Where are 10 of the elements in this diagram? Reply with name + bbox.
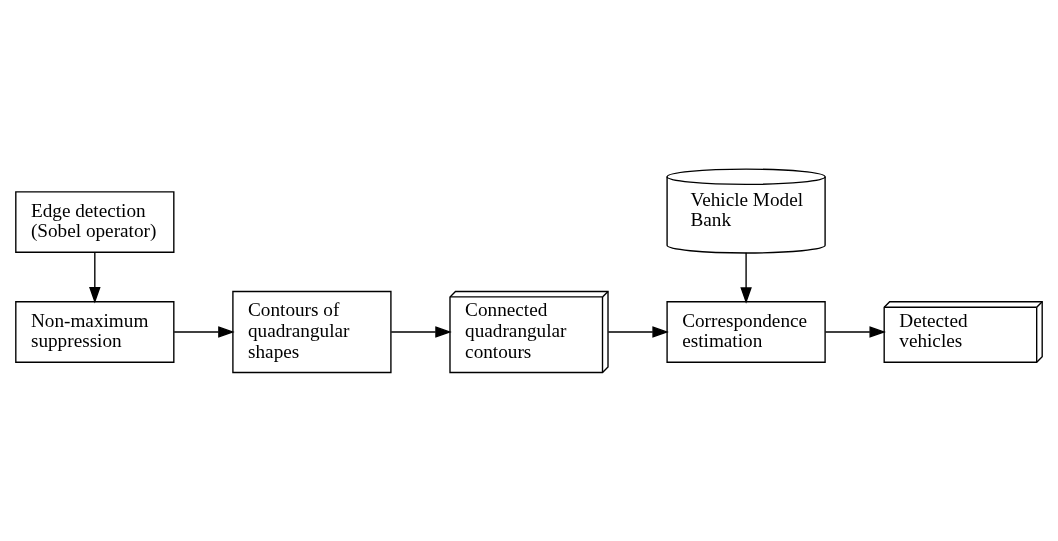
arrow — [89, 251, 101, 304]
node-box: Correspondence estimation — [666, 300, 826, 363]
arrow — [173, 325, 235, 338]
arrow — [824, 325, 886, 338]
node-box: Contours of quadrangular shapes — [232, 290, 392, 373]
arrow — [607, 325, 669, 338]
node-box: Edge detection (Sobel operator) — [15, 190, 175, 253]
arrow — [390, 325, 452, 338]
node-box: Non-maximum suppression — [15, 300, 175, 363]
arrow — [740, 251, 752, 304]
